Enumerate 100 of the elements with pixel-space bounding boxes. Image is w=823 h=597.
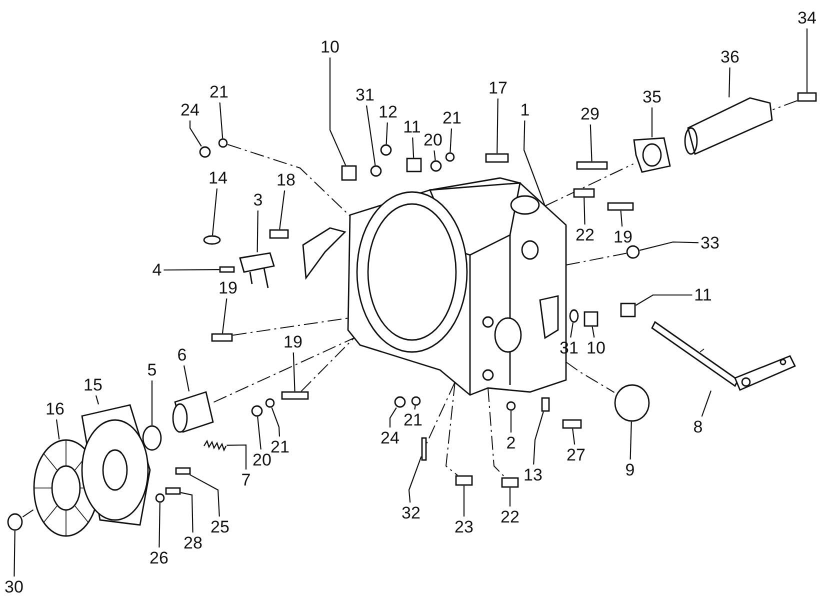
ring-drawing xyxy=(265,398,275,408)
bolt-drawing xyxy=(506,401,516,411)
callout-number: 10 xyxy=(320,38,340,56)
callout-number: 6 xyxy=(177,346,187,364)
dash-dot-line xyxy=(566,362,615,393)
callout-number: 3 xyxy=(253,192,263,208)
ring-drawing xyxy=(626,245,640,259)
leader-line xyxy=(226,444,247,470)
ring-drawing xyxy=(370,165,382,177)
dash-dot-line xyxy=(232,318,350,336)
leader-line xyxy=(219,102,224,138)
bolt-drawing xyxy=(485,153,509,163)
bush-drawing xyxy=(620,302,636,318)
bush-drawing xyxy=(7,513,23,531)
nut-drawing xyxy=(199,146,211,158)
dash-dot-line xyxy=(445,382,458,476)
leader-line xyxy=(389,407,397,428)
bolt-drawing xyxy=(175,467,191,475)
bolt-drawing xyxy=(576,161,608,170)
bolt-drawing xyxy=(562,419,582,429)
stud-drawing xyxy=(281,391,309,400)
bolt-drawing xyxy=(573,188,595,198)
leader-line xyxy=(651,108,653,138)
leader-line xyxy=(414,406,416,410)
callout-number: 24 xyxy=(380,430,400,446)
callout-number: 22 xyxy=(576,226,594,244)
callout-number: 20 xyxy=(424,132,442,148)
leader-line xyxy=(496,98,498,154)
callout-number: 33 xyxy=(700,234,720,252)
ring-drawing xyxy=(569,309,579,323)
callout-number: 21 xyxy=(442,110,462,126)
callout-number: 32 xyxy=(402,504,420,522)
callout-number: 31 xyxy=(356,86,374,104)
leader-line xyxy=(640,241,699,251)
callout-number: 24 xyxy=(180,102,200,118)
callout-number: 21 xyxy=(270,438,290,456)
dash-dot-line xyxy=(426,382,456,444)
shaft-drawing xyxy=(239,252,275,289)
gasket-drawing xyxy=(633,137,671,173)
spring-drawing xyxy=(203,440,227,452)
leader-line xyxy=(463,486,465,516)
callout-number: 28 xyxy=(184,534,202,552)
leader-line xyxy=(592,326,595,338)
leader-line xyxy=(329,58,346,166)
leader-line xyxy=(183,365,190,392)
leader-line xyxy=(257,416,262,450)
callout-number: 27 xyxy=(566,446,586,464)
dash-dot-line xyxy=(488,388,506,478)
callout-number: 23 xyxy=(454,518,474,536)
leader-line xyxy=(630,422,632,460)
leader-line xyxy=(212,188,218,236)
ring-drawing xyxy=(380,144,392,156)
washer-drawing xyxy=(155,493,165,503)
leader-line xyxy=(806,28,808,92)
leader-line xyxy=(509,488,511,506)
leader-line xyxy=(386,122,388,144)
bush-drawing xyxy=(406,158,422,172)
leader-line xyxy=(412,137,414,158)
dash-dot-line xyxy=(227,144,350,216)
ring-drawing xyxy=(411,396,421,406)
seal-ring-drawing xyxy=(142,425,162,451)
pressure-plate-drawing xyxy=(81,404,151,526)
callout-number: 11 xyxy=(403,118,421,136)
leader-line xyxy=(570,322,574,338)
callout-number: 30 xyxy=(4,578,24,596)
leader-line xyxy=(271,408,280,437)
callout-number: 21 xyxy=(404,412,422,428)
grease-nipple-drawing xyxy=(541,397,550,412)
bolt-drawing xyxy=(455,475,473,486)
bolt-drawing xyxy=(165,487,181,495)
callout-number: 20 xyxy=(252,452,272,468)
callout-number: 19 xyxy=(614,228,632,246)
leader-line xyxy=(450,128,452,152)
release-bearing-drawing xyxy=(172,391,214,433)
callout-number: 25 xyxy=(210,518,230,536)
leader-line xyxy=(56,419,60,440)
pin-drawing xyxy=(421,437,427,461)
callout-number: 29 xyxy=(580,106,600,122)
leader-line xyxy=(434,150,436,160)
callout-number: 13 xyxy=(524,466,542,484)
leader-line xyxy=(222,298,228,334)
ring-drawing xyxy=(218,138,228,148)
bolt-drawing xyxy=(797,92,817,102)
leader-line xyxy=(95,395,100,404)
stud-drawing xyxy=(607,202,634,211)
leader-line xyxy=(366,105,376,166)
dash-dot-line xyxy=(213,338,354,403)
callout-number: 9 xyxy=(625,462,635,478)
leader-line xyxy=(189,120,202,147)
callout-number: 11 xyxy=(694,286,712,304)
dash-dot-line xyxy=(566,252,627,266)
callout-number: 18 xyxy=(276,172,296,188)
bush-drawing xyxy=(584,311,598,327)
pin-drawing xyxy=(219,266,235,273)
nut-drawing xyxy=(394,396,406,408)
stud-drawing xyxy=(211,333,233,342)
leader-line xyxy=(584,198,586,225)
bolt-drawing xyxy=(501,477,519,488)
clip-drawing xyxy=(203,235,221,245)
leader-line xyxy=(701,390,712,417)
